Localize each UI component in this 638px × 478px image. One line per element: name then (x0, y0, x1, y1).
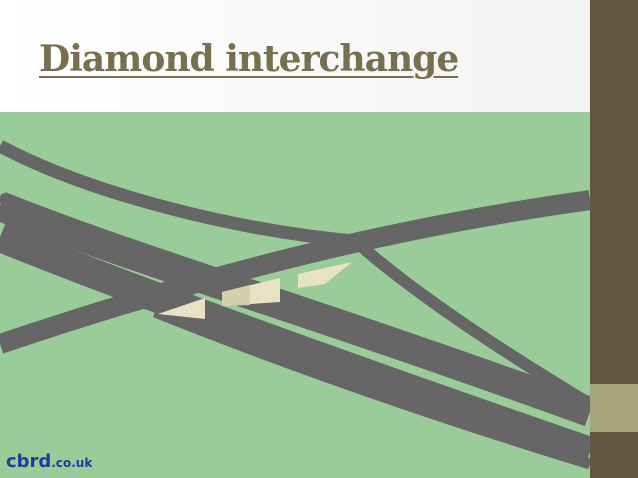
title-area: Diamond interchange (0, 0, 590, 112)
slip-road-north-west (0, 140, 366, 249)
logo-main: cbrd (6, 451, 52, 472)
slide-title: Diamond interchange (39, 38, 459, 80)
overbridge-road (0, 190, 590, 354)
motorway-carriageway-north (0, 223, 590, 467)
logo-suffix: .co.uk (51, 456, 93, 470)
bridge-abutment-centre-shade (222, 285, 250, 306)
interchange-diagram (0, 112, 590, 478)
sidebar-accent-block (590, 384, 638, 432)
site-logo: cbrd.co.uk (6, 453, 92, 471)
bridge-abutment-east (298, 262, 352, 288)
slip-road-north-east (358, 242, 590, 410)
bridge-abutment-west (158, 298, 205, 319)
